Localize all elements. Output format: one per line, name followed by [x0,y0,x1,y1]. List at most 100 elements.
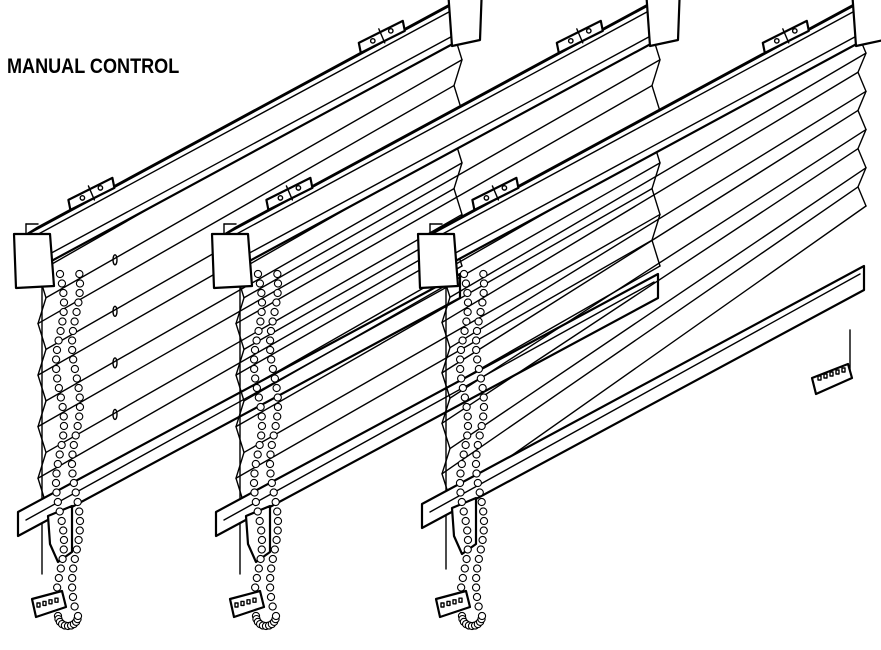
bead [473,355,482,364]
tensioner-slot [252,597,257,603]
bead [463,412,472,421]
bead [273,269,282,279]
bead [474,364,484,374]
bracket-screw [483,195,490,201]
bead [271,611,281,621]
bead [471,459,481,469]
bead [75,288,84,298]
bead [477,497,486,507]
bead [75,269,84,279]
bead [68,573,77,583]
bead [456,345,466,355]
bead [254,326,263,336]
bead [73,421,82,431]
bead [74,535,83,545]
bead [273,393,282,402]
cord-tensioner [30,589,68,619]
bead [457,374,466,383]
bead [74,298,83,307]
bead [474,602,483,611]
bead [460,393,470,402]
bead [475,431,484,440]
headrail [210,0,681,290]
blind-2 [210,0,681,631]
bead [473,564,482,573]
bead [457,459,466,469]
bead [265,459,275,469]
bead [479,507,488,516]
bead [265,583,275,592]
bead [257,431,266,440]
bead [457,497,467,507]
bead [254,564,263,573]
bead [52,469,61,478]
cord-tensioner [228,589,266,619]
bottom-rail-groove [25,281,457,521]
bead [55,450,64,459]
bead [52,345,62,355]
end-cap-right [851,0,881,48]
bead [463,298,473,307]
bead [473,478,483,488]
tensioner-slot [440,602,445,608]
bead [53,497,63,507]
bead [249,355,259,364]
bead [479,516,489,526]
tensioner-slot [452,599,457,605]
bead [252,573,261,583]
bead [273,526,282,535]
bracket-slot [491,185,500,201]
fold-line [449,167,867,450]
bead [472,326,482,336]
tensioner-slot [48,599,53,605]
bead [252,383,262,393]
bead [271,421,280,431]
bead [69,478,79,488]
bead [68,592,78,602]
headrail [416,0,881,290]
fold-line [235,187,653,428]
mounting-bracket [555,19,604,54]
bracket-screw [277,195,284,201]
bead [75,279,85,288]
headrail-groove [226,36,650,266]
bead [273,402,283,412]
bracket-screw [501,185,508,191]
bead [273,507,282,516]
tensioner-slot [817,375,822,381]
bead [479,402,489,412]
cord-hole [112,305,118,318]
bead [267,478,277,488]
fold-line [235,84,653,325]
bead [251,583,260,592]
fold-line [235,239,653,479]
bead [257,298,267,307]
bead [462,317,471,326]
bead [476,374,486,383]
bead [273,279,283,288]
fold-line [441,147,859,425]
bead [463,431,472,440]
bead [266,345,275,355]
end-cap-left [416,232,460,290]
bead [253,507,262,516]
bead [59,421,69,431]
fold-line [449,52,867,298]
bead [478,383,487,393]
bead [71,488,80,497]
bead [255,279,265,288]
tensioner-slot [36,602,41,608]
bead [266,469,275,478]
bead [52,364,61,374]
tensioner-slot [829,371,834,377]
bead [272,298,281,307]
bead [268,317,277,326]
bead [273,288,282,298]
bracket-slot [782,28,790,44]
bead [267,355,276,364]
bead [472,469,481,478]
bead [462,402,471,412]
bead [54,383,64,393]
bead [479,393,488,402]
